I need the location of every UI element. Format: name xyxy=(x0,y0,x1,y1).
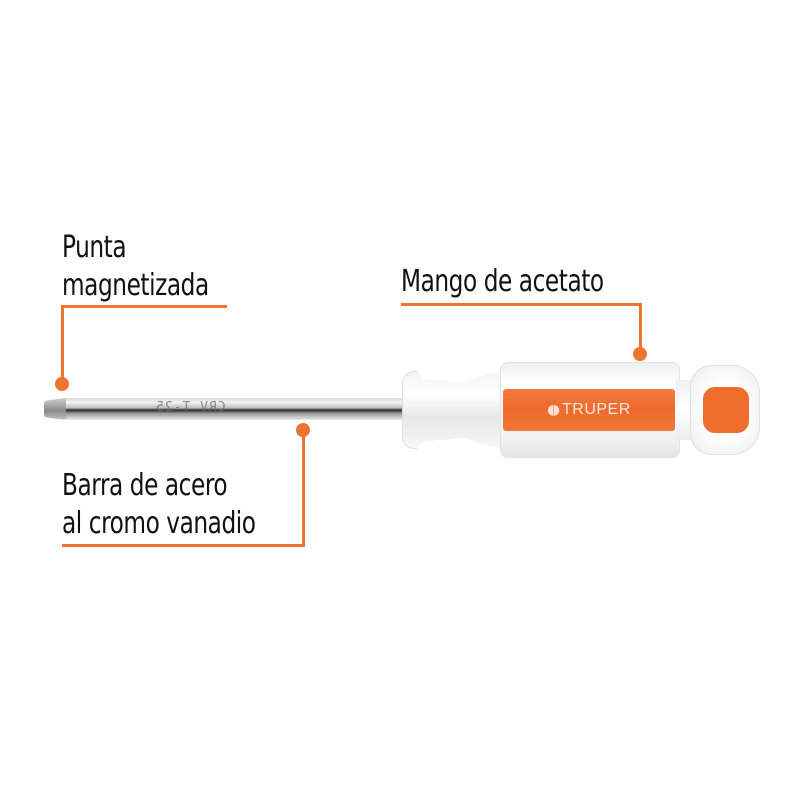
callout-tip-label: Punta magnetizada xyxy=(62,229,209,305)
callout-tip-leader-vertical xyxy=(61,305,64,383)
callout-handle-line-1: Mango de acetato xyxy=(401,264,604,299)
screwdriver-tip xyxy=(44,399,66,419)
screwdriver-ferrule xyxy=(402,371,508,449)
truper-logo-icon: ◖◗ xyxy=(547,402,560,418)
handle-stripe: ◖◗ TRUPER xyxy=(503,389,675,431)
callout-tip-leader-horizontal xyxy=(61,305,227,308)
callout-handle-leader-vertical xyxy=(639,303,642,353)
callout-shaft-leader-horizontal xyxy=(62,544,305,547)
callout-shaft-line-2: al cromo vanadio xyxy=(62,506,256,541)
callout-tip-line-1: Punta xyxy=(62,230,127,265)
handle-end-orange-inset xyxy=(703,387,749,433)
callout-shaft-line-1: Barra de acero xyxy=(62,468,228,503)
callout-shaft-label: Barra de acero al cromo vanadio xyxy=(62,467,256,543)
callout-tip-line-2: magnetizada xyxy=(62,268,209,303)
callout-handle-label: Mango de acetato xyxy=(401,263,604,301)
callout-tip-dot xyxy=(55,377,69,391)
callout-handle-leader-horizontal xyxy=(401,303,642,306)
brand-name: TRUPER xyxy=(561,401,631,418)
screwdriver-shaft xyxy=(60,398,420,420)
callout-shaft-leader-vertical xyxy=(302,430,305,547)
shaft-engraving: CRV T-25 xyxy=(155,400,226,415)
callout-handle-dot xyxy=(633,347,647,361)
